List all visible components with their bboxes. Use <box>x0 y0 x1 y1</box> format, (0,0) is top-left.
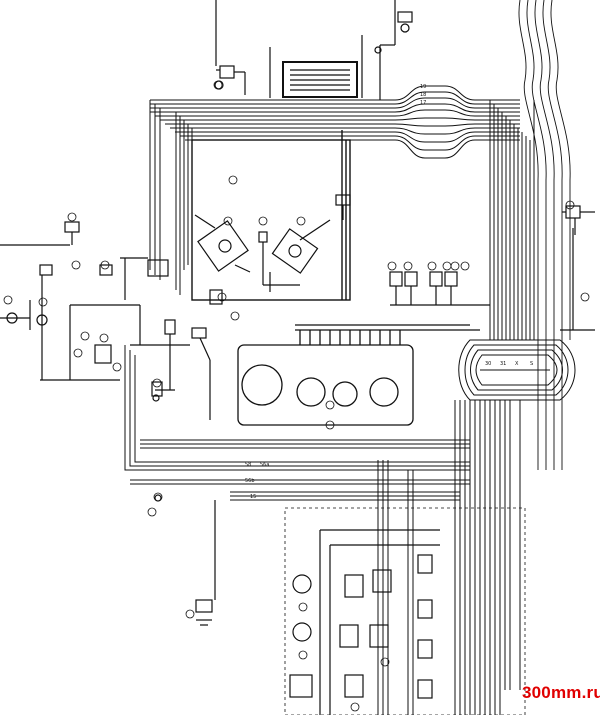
wire-label: 15 <box>250 494 256 500</box>
lower-panel <box>284 507 526 715</box>
wire-label: 31 <box>500 361 506 367</box>
instrument-cluster <box>237 324 480 426</box>
wire-labels: 19 18 17 58 56a 56b 15 30 31 X S <box>245 84 533 500</box>
inner-frame <box>191 130 351 301</box>
wiper-motor-left <box>194 214 251 273</box>
top-left-component <box>214 0 246 95</box>
harness-right-vertical <box>489 100 535 340</box>
wiper-motor-right <box>269 219 331 292</box>
bottom-left-lamp <box>154 494 216 626</box>
center-left-switches <box>151 289 223 420</box>
watermark: 300mm.ru <box>522 683 600 702</box>
harness-lower-vertical <box>377 400 521 715</box>
wire-label: 17 <box>420 100 426 106</box>
harness-bulge-right <box>458 339 576 401</box>
wire-label: 56b <box>245 478 255 484</box>
wire-label: S <box>530 361 533 367</box>
wire-label: 19 <box>420 84 426 90</box>
relay-row <box>389 271 490 306</box>
wire-label: 56a <box>260 462 269 468</box>
harness-far-right <box>518 0 571 470</box>
wire-label: 18 <box>420 92 426 98</box>
connector-top-right-inner <box>335 194 351 220</box>
wire-label: 58 <box>245 462 251 468</box>
harness-top <box>150 85 520 159</box>
center-small-switch <box>258 231 300 286</box>
right-side-component <box>560 205 595 331</box>
harness-middle <box>124 345 470 501</box>
wire-label: 30 <box>485 361 491 367</box>
heater-unit <box>269 35 363 98</box>
left-fuse-group <box>0 221 190 381</box>
wire-label: X <box>515 361 519 367</box>
callout-markers <box>3 23 590 712</box>
harness-left-vertical <box>149 100 193 295</box>
top-right-component <box>374 0 413 100</box>
